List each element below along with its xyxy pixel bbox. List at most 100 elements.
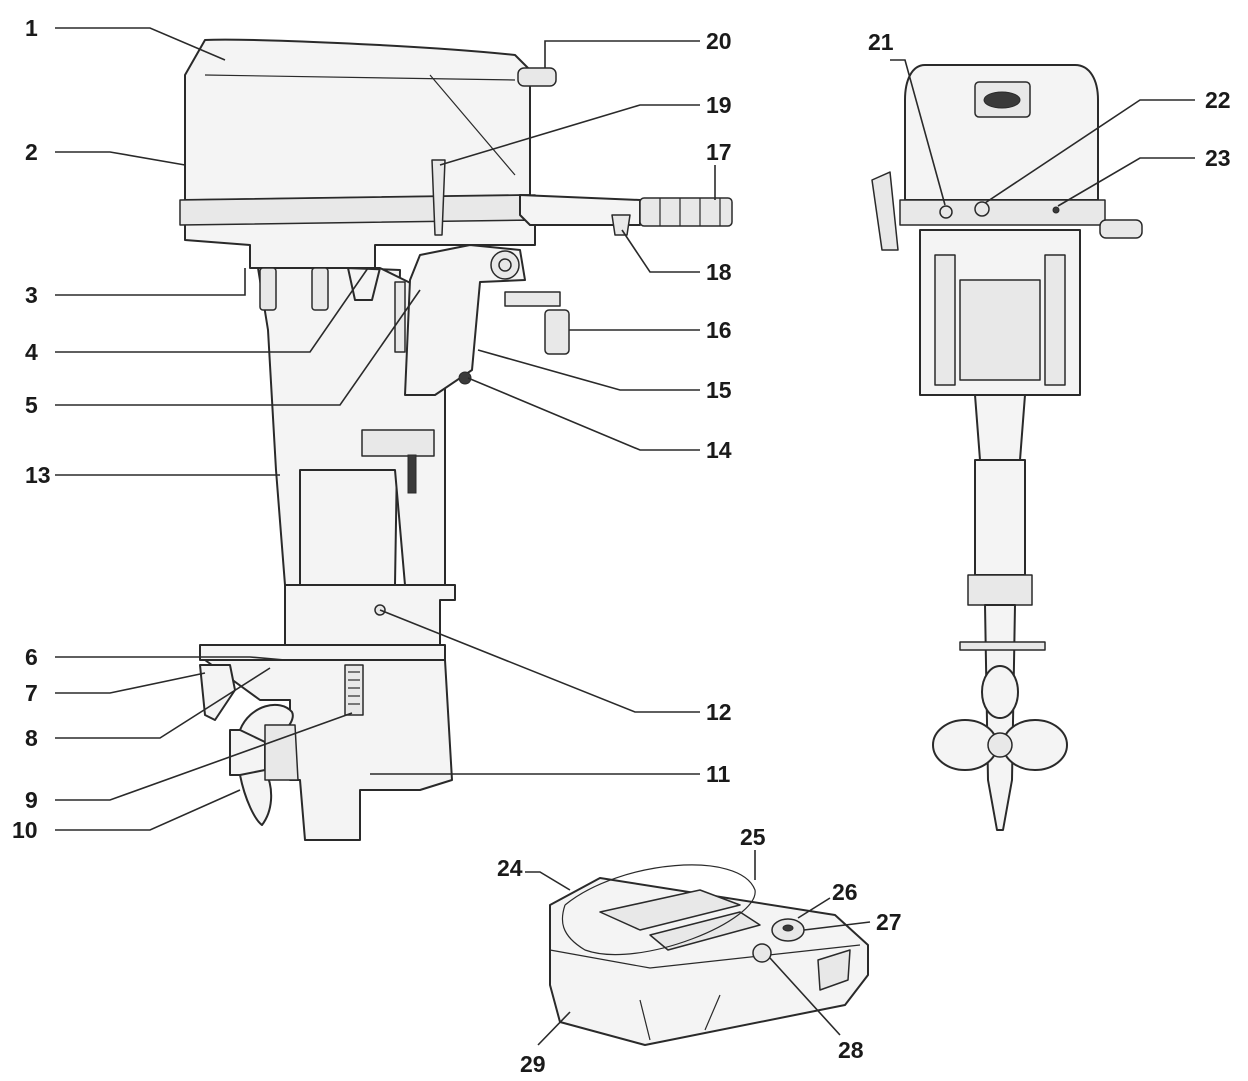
callout-2: 2 <box>25 139 38 165</box>
front-tiller-grip <box>1099 219 1143 239</box>
leader-line-1 <box>55 27 226 61</box>
fuel-tank <box>549 864 869 1046</box>
leader-line-6 <box>55 656 286 661</box>
tank-recess <box>704 994 721 1031</box>
callout-10: 10 <box>12 817 38 843</box>
callout-25: 25 <box>740 824 766 850</box>
trim-rod <box>458 371 472 385</box>
front-midsection <box>974 394 1026 461</box>
leader-line-29 <box>537 1011 571 1046</box>
lower-unit <box>204 659 453 841</box>
side-view-motor <box>179 38 733 841</box>
propeller-shaft-housing <box>264 724 299 781</box>
tank-top-panel <box>599 889 741 931</box>
callout-24: 24 <box>497 855 523 881</box>
swivel-bracket <box>361 429 435 457</box>
trim-tab <box>199 664 236 721</box>
leader-line-3 <box>55 268 246 296</box>
leader-line-28 <box>769 957 841 1036</box>
tilt-spring <box>394 281 406 353</box>
leader-line-19 <box>439 104 700 166</box>
callout-13: 13 <box>25 462 51 488</box>
tank-recess <box>639 999 651 1041</box>
front-prop-blade-top <box>981 665 1019 719</box>
gear-case-top <box>284 584 456 646</box>
tiller-arm <box>519 194 641 226</box>
callout-26: 26 <box>832 879 858 905</box>
callout-20: 20 <box>706 28 732 54</box>
leader-line-15 <box>477 349 700 391</box>
tank-vent-screw <box>782 924 794 932</box>
front-bottom-cowl <box>899 199 1106 226</box>
leader-line-14 <box>467 377 700 451</box>
front-tiller-lever <box>871 171 899 251</box>
front-prop-hub <box>987 732 1013 758</box>
shift-rod <box>407 454 417 494</box>
callout-15: 15 <box>706 377 732 403</box>
front-indicator <box>1052 206 1060 214</box>
leader-line-7 <box>55 672 206 694</box>
leader-line-22 <box>984 99 1195 204</box>
vent <box>311 267 329 311</box>
leader-line-27 <box>803 921 871 931</box>
leader-line-26 <box>797 897 831 919</box>
leader-line-5 <box>55 289 421 406</box>
leader-line-4 <box>55 267 369 353</box>
throttle-friction-knob <box>611 214 631 236</box>
tank-upper-edge <box>549 944 861 969</box>
cowling-crease <box>204 74 516 81</box>
callout-19: 19 <box>706 92 732 118</box>
tank-handle <box>817 949 851 991</box>
callout-18: 18 <box>706 259 732 285</box>
callout-8: 8 <box>25 725 38 751</box>
callout-28: 28 <box>838 1037 864 1063</box>
callout-1: 1 <box>25 15 38 41</box>
clamp-screw <box>504 291 561 307</box>
top-cowling <box>184 38 531 201</box>
vent <box>259 267 277 311</box>
callout-9: 9 <box>25 787 38 813</box>
callout-4: 4 <box>25 339 38 365</box>
front-lower-top <box>967 574 1033 606</box>
callout-21: 21 <box>868 29 894 55</box>
leader-line-2 <box>55 151 186 166</box>
callout-16: 16 <box>706 317 732 343</box>
callout-23: 23 <box>1205 145 1231 171</box>
bottom-cowling <box>184 219 536 269</box>
clamp-handle <box>544 309 570 355</box>
front-knob <box>974 201 990 217</box>
leader-line-24 <box>525 871 571 891</box>
leader-line-8 <box>55 667 271 739</box>
tilt-pivot-center <box>498 258 512 272</box>
callout-11: 11 <box>706 761 731 787</box>
fuel-hose <box>561 864 756 956</box>
cooling-water-inlet <box>344 664 364 716</box>
callout-6: 6 <box>25 644 38 670</box>
leader-line-18 <box>621 229 700 273</box>
callout-5: 5 <box>25 392 38 418</box>
callout-numbers: 1 2 3 4 5 6 7 8 9 10 11 12 13 14 15 16 1… <box>12 15 1231 1077</box>
throttle-grip <box>639 197 733 227</box>
callout-27: 27 <box>876 909 902 935</box>
leader-line-12 <box>379 609 700 713</box>
callout-12: 12 <box>706 699 732 725</box>
callout-3: 3 <box>25 282 38 308</box>
leader-line-9 <box>55 712 353 801</box>
starter-handle <box>517 67 557 87</box>
callout-14: 14 <box>706 437 732 463</box>
front-clamp-left <box>934 254 956 386</box>
cowling-edge <box>429 74 516 176</box>
callout-29: 29 <box>520 1051 546 1077</box>
propeller-blade-bottom <box>239 769 273 826</box>
front-clamp-right <box>1044 254 1066 386</box>
front-driveshaft-housing <box>974 459 1026 576</box>
leader-line-23 <box>1057 157 1195 207</box>
callout-7: 7 <box>25 680 38 706</box>
callout-17: 17 <box>706 139 732 165</box>
leader-line-10 <box>55 789 241 831</box>
clamp-bracket <box>404 244 526 396</box>
logo-mark <box>983 91 1021 109</box>
leader-lines <box>55 27 1195 1046</box>
